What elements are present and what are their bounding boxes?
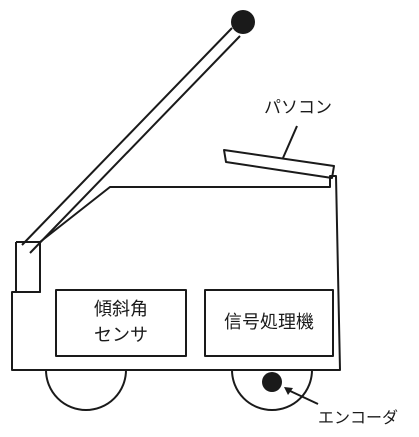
tilt-sensor-box xyxy=(55,289,187,357)
tilt-sensor-label-line2: センサ xyxy=(94,325,148,346)
pc-leader-line xyxy=(282,125,298,159)
encoder-arrowhead xyxy=(284,387,293,395)
encoder-label: エンコーダ xyxy=(318,408,399,427)
tilt-sensor-label-line1: 傾斜角 xyxy=(94,299,148,320)
pc-label: パソコン xyxy=(264,98,332,118)
handle-pole-right xyxy=(29,35,241,254)
tilt-sensor-label: 傾斜角 センサ xyxy=(56,297,186,349)
signal-processor-box xyxy=(204,289,334,357)
signal-processor-label: 信号処理機 xyxy=(205,310,333,336)
rear-wheel xyxy=(231,369,313,411)
encoder-disk xyxy=(262,372,282,392)
signal-processor-label-text: 信号処理機 xyxy=(224,312,314,333)
front-wheel xyxy=(45,369,127,411)
handle-pole-left xyxy=(21,27,233,246)
handle-bracket xyxy=(15,241,41,293)
laptop-lid xyxy=(223,149,335,179)
encoder-leader-line xyxy=(287,389,319,405)
handle-knob xyxy=(231,10,255,34)
cart-body xyxy=(11,175,341,371)
